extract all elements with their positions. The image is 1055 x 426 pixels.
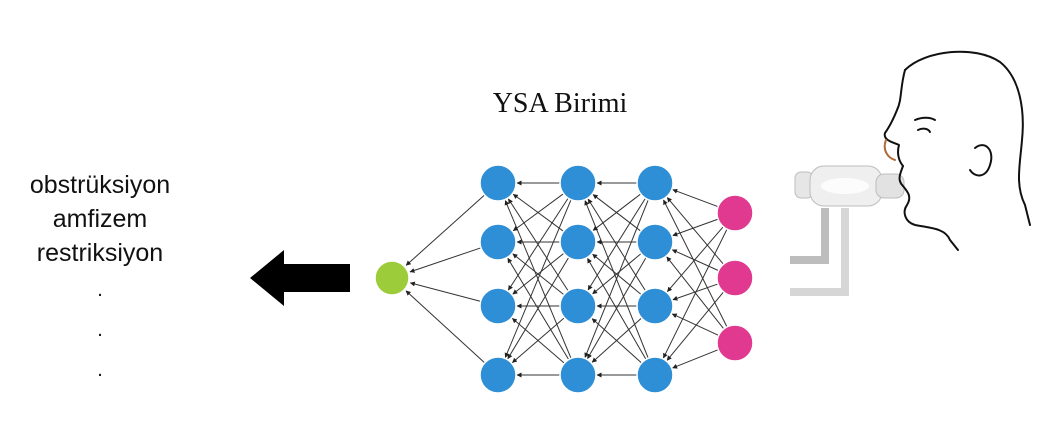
- connection-edge: [667, 226, 724, 292]
- connection-edge: [587, 197, 646, 291]
- output-label-restriction: restriksiyon: [36, 239, 164, 267]
- connection-edge: [507, 197, 569, 291]
- connection-edge: [587, 257, 647, 359]
- input-node: [716, 259, 754, 297]
- hidden-node-layer3: [636, 223, 674, 261]
- connection-edge: [672, 218, 719, 237]
- output-node: [374, 260, 410, 296]
- connection-edge: [504, 199, 572, 358]
- connection-edge: [591, 317, 642, 363]
- connection-edge: [592, 193, 642, 231]
- connection-edge: [666, 291, 724, 361]
- input-node: [716, 324, 754, 362]
- network-nodes: [374, 164, 754, 394]
- hidden-node-layer1: [479, 223, 517, 261]
- connection-edge: [512, 317, 565, 363]
- ellipsis-dot: .: [97, 359, 103, 381]
- network-edges: [405, 180, 728, 378]
- hidden-node-layer1: [479, 287, 517, 325]
- connection-edge: [672, 283, 719, 301]
- person-head-icon: [883, 50, 1031, 251]
- connection-edge: [512, 193, 564, 232]
- connection-edge: [409, 281, 481, 302]
- connection-edge: [671, 313, 719, 336]
- hidden-node-layer2: [559, 287, 597, 325]
- connection-edge: [592, 253, 642, 295]
- output-label-obstruction: obstrüksiyon: [29, 171, 171, 199]
- output-label-emphysema: amfizem: [52, 205, 148, 233]
- connection-edge: [405, 290, 486, 364]
- hidden-node-layer3: [636, 287, 674, 325]
- hidden-node-layer2: [559, 223, 597, 261]
- hidden-node-layer3: [636, 356, 674, 394]
- hidden-node-layer2: [559, 164, 597, 202]
- output-classes: obstrüksiyon amfizem restriksiyon . . .: [10, 168, 190, 390]
- hidden-node-layer3: [636, 164, 674, 202]
- connection-edge: [405, 194, 485, 266]
- connection-edge: [672, 349, 719, 369]
- input-node: [716, 194, 754, 232]
- arrow-left-icon: [250, 250, 350, 306]
- ellipsis-dot: .: [97, 319, 103, 341]
- ellipsis-dot: .: [97, 279, 103, 301]
- connection-edge: [507, 257, 570, 360]
- connection-edge: [666, 197, 724, 265]
- hidden-node-layer2: [559, 356, 597, 394]
- connection-edge: [409, 247, 482, 273]
- diagram-title: YSA Birimi: [492, 88, 628, 119]
- connection-edge: [512, 252, 565, 295]
- hidden-node-layer1: [479, 164, 517, 202]
- connection-edge: [672, 188, 719, 208]
- hidden-node-layer1: [479, 356, 517, 394]
- spirometer-icon: [790, 165, 905, 296]
- connection-edge: [584, 199, 649, 358]
- connection-edge: [662, 228, 728, 359]
- connection-edge: [671, 249, 719, 272]
- connection-edge: [663, 199, 728, 328]
